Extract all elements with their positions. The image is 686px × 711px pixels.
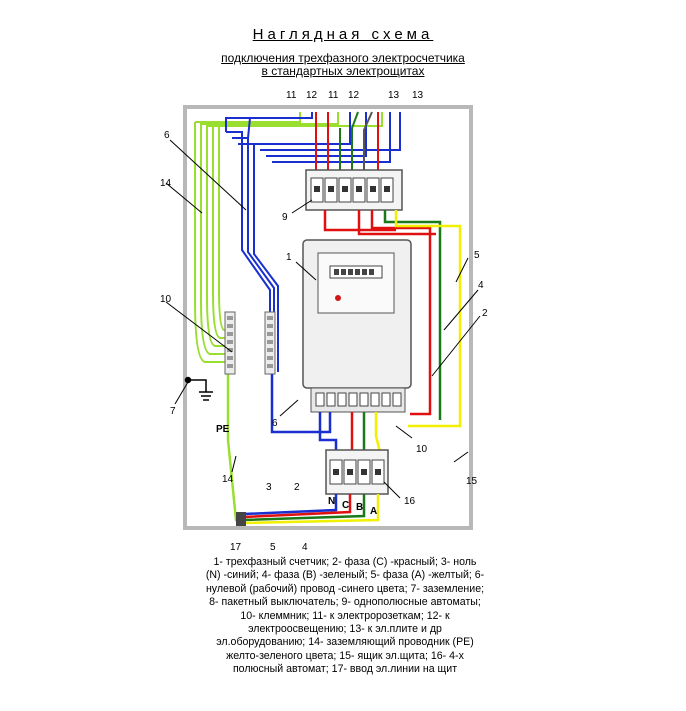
diagram-subtitle-line-1: подключения трехфазного электросчетчика bbox=[221, 51, 465, 65]
callout-leaders bbox=[165, 139, 481, 499]
label-6-top: 6 bbox=[164, 130, 170, 141]
label-1: 1 bbox=[286, 252, 292, 263]
label-10-left: 10 bbox=[160, 294, 172, 305]
label-4-right: 4 bbox=[478, 280, 484, 291]
incoming-line-wires bbox=[243, 494, 380, 525]
label-9: 9 bbox=[282, 212, 288, 223]
label-2-bottom: 2 bbox=[294, 482, 300, 493]
label-17: 17 bbox=[230, 542, 242, 553]
diagram-title: Наглядная схема bbox=[252, 26, 434, 43]
label-7: 7 bbox=[170, 406, 176, 417]
legend-line: электроосвещению; 13- к эл.плите и др bbox=[248, 623, 442, 636]
label-13-a: 13 bbox=[388, 90, 400, 101]
label-5-bottom: 5 bbox=[270, 542, 276, 553]
legend-line: 8- пакетный выключатель; 9- однополюсные… bbox=[209, 596, 481, 609]
label-14-top: 14 bbox=[160, 178, 172, 189]
label-3: 3 bbox=[266, 482, 272, 493]
pe-trunk bbox=[226, 372, 240, 522]
legend-line: (N) -синий; 4- фаза (В) -зеленый; 5- фаз… bbox=[205, 569, 485, 582]
legend-line: полюсный автомат; 17- ввод эл.линии на щ… bbox=[232, 663, 458, 676]
neutral-wire-bundle bbox=[225, 112, 401, 372]
label-n: N bbox=[328, 496, 335, 507]
meter-to-breaker-wires bbox=[350, 412, 382, 453]
three-phase-meter bbox=[302, 239, 412, 413]
ground-symbol bbox=[184, 376, 213, 401]
breaker-feed-wires bbox=[323, 210, 462, 428]
legend-line: нулевой (рабочий) провод -синего цвета; … bbox=[205, 582, 485, 595]
single-pole-breakers bbox=[305, 169, 403, 211]
label-5-right: 5 bbox=[474, 250, 480, 261]
label-13-b: 13 bbox=[412, 90, 424, 101]
four-pole-breaker bbox=[325, 449, 389, 495]
legend-line: эл.оборудованию; 14- заземляющий проводн… bbox=[216, 636, 474, 649]
cable-entry bbox=[236, 512, 246, 526]
neutral-to-meter bbox=[270, 374, 332, 434]
wiring-diagram: 11 12 11 12 13 13 1 9 6 14 10 7 6 PE 14 … bbox=[160, 90, 488, 553]
diagram-subtitle-line-2: в стандартных электрощитах bbox=[261, 64, 425, 78]
label-4-bottom: 4 bbox=[302, 542, 308, 553]
label-11-b: 11 bbox=[328, 90, 339, 101]
label-6-bottom: 6 bbox=[272, 418, 278, 429]
label-12-b: 12 bbox=[348, 90, 360, 101]
label-16: 16 bbox=[404, 496, 416, 507]
legend-line: желто-зеленого цвета; 15- ящик эл.щита; … bbox=[226, 649, 464, 662]
terminal-strip-left bbox=[224, 311, 236, 375]
pe-wire-bundle bbox=[194, 112, 383, 363]
outgoing-phase-wires bbox=[315, 111, 379, 172]
label-15: 15 bbox=[466, 476, 478, 487]
panel-enclosure bbox=[183, 105, 473, 530]
label-a: A bbox=[370, 506, 377, 517]
label-2-right: 2 bbox=[482, 308, 488, 319]
label-pe: PE bbox=[216, 424, 230, 435]
label-12-a: 12 bbox=[306, 90, 318, 101]
label-14-bottom: 14 bbox=[222, 474, 234, 485]
legend: 1- трехфазный счетчик; 2- фаза (С) -крас… bbox=[150, 556, 540, 677]
legend-line: 1- трехфазный счетчик; 2- фаза (С) -крас… bbox=[213, 556, 477, 568]
label-c: C bbox=[342, 500, 349, 511]
legend-line: 10- клеммник; 11- к электророзеткам; 12-… bbox=[240, 609, 450, 622]
label-10-right: 10 bbox=[416, 444, 428, 455]
label-11-a: 11 bbox=[286, 90, 297, 101]
label-b: B bbox=[356, 502, 363, 513]
terminal-strip-right bbox=[264, 311, 276, 375]
